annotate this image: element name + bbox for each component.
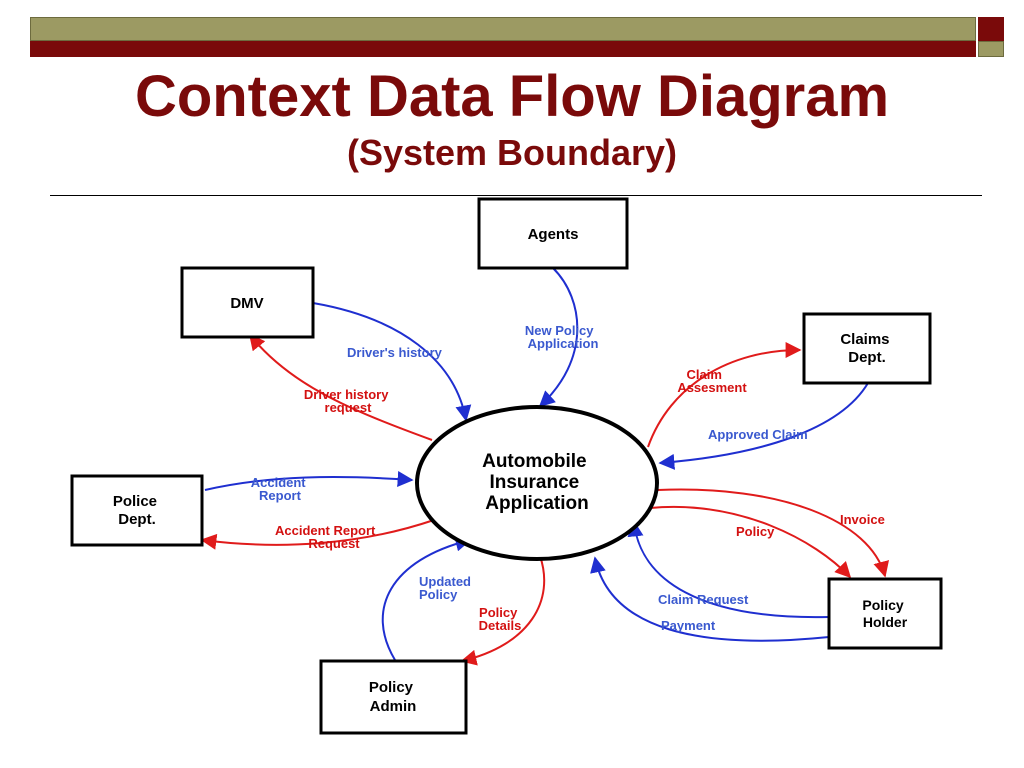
label-new-policy-line-1: New Policy	[525, 323, 594, 338]
flow-accident-report	[204, 471, 414, 491]
entity-police-dept: Police Dept.	[70, 474, 204, 547]
svg-text:Accident Report: Accident Report	[251, 475, 310, 503]
entity-claims-label-line-2: Dept.	[848, 349, 886, 366]
svg-text:Policy Admin: Policy Admin	[369, 679, 417, 715]
entity-agents: Agents	[477, 197, 629, 270]
label-accident-report-line-1: Accident	[251, 475, 307, 490]
label-updated-policy-line-1: Updated	[419, 574, 471, 589]
entity-agents-label: Agents	[528, 226, 579, 243]
label-policy-details-line-2: Details	[479, 618, 522, 633]
svg-text:Police Dept.: Police Dept.	[113, 493, 161, 528]
corner-square-olive	[978, 41, 1004, 57]
entity-holder-label-line-1: Policy	[862, 597, 903, 613]
entity-admin-label-line-1: Policy	[369, 679, 414, 696]
svg-text:Policy Details: Policy Details	[479, 605, 522, 633]
label-driver-history-request-line-2: request	[325, 400, 373, 415]
entity-dmv: DMV	[180, 266, 315, 339]
header-band-red	[30, 41, 976, 57]
svg-text:Policy: Policy	[736, 524, 775, 539]
entity-policy-holder: Policy Holder	[827, 577, 943, 650]
process-label-line-1: Automobile	[482, 451, 587, 472]
flow-drivers-history	[312, 302, 472, 422]
flow-updated-policy	[381, 535, 472, 661]
svg-text:Accident Report Request: Accident Report Request	[275, 523, 379, 551]
label-payment: Payment	[661, 618, 716, 633]
flow-approved-claim	[658, 382, 869, 470]
entity-claims-label-line-1: Claims	[840, 331, 889, 348]
entity-holder-label-line-2: Holder	[863, 614, 908, 630]
svg-text:DMV: DMV	[230, 295, 263, 312]
label-policy: Policy	[736, 524, 775, 539]
flow-new-policy-application	[538, 267, 579, 408]
process-label-line-2: Insurance	[489, 472, 579, 493]
svg-text:Policy Holder: Policy Holder	[862, 597, 907, 630]
svg-text:Claims Dept.: Claims Dept.	[840, 331, 893, 366]
flow-accident-report-request	[200, 519, 435, 550]
label-claim-assesment-line-2: Assesment	[677, 380, 747, 395]
svg-text:Payment: Payment	[661, 618, 716, 633]
entity-admin-label-line-2: Admin	[370, 698, 417, 715]
process-automobile-insurance-application	[415, 405, 659, 561]
corner-square-red	[978, 17, 1004, 41]
flow-policy-details	[460, 555, 546, 666]
svg-text:Agents: Agents	[528, 226, 579, 243]
title-divider	[50, 195, 982, 196]
label-accident-report-request-line-2: Request	[308, 536, 360, 551]
flow-claim-request	[627, 520, 830, 619]
label-new-policy-line-2: Application	[528, 336, 599, 351]
flow-claim-assesment	[647, 342, 802, 448]
label-claim-request: Claim Request	[658, 592, 749, 607]
svg-text:Claim Assesment: Claim Assesment	[677, 367, 747, 395]
entity-dmv-label: DMV	[230, 295, 263, 312]
label-claim-assesment-line-1: Claim	[686, 367, 721, 382]
svg-text:New Policy Application: New Policy Application	[525, 323, 599, 351]
svg-text:Driver history request: Driver history request	[304, 387, 392, 415]
label-driver-history-request-line-1: Driver history	[304, 387, 389, 402]
flow-policy	[649, 506, 852, 579]
label-accident-report-request-line-1: Accident Report	[275, 523, 376, 538]
entity-police-label-line-1: Police	[113, 493, 157, 510]
label-policy-details-line-1: Policy	[479, 605, 518, 620]
svg-text:Automobile Insurance A: Automobile Insurance Application	[482, 451, 592, 514]
svg-text:Claim Request: Claim Request	[658, 592, 749, 607]
page-subtitle: (System Boundary)	[346, 132, 678, 173]
label-updated-policy-line-2: Policy	[419, 587, 458, 602]
svg-text:Updated Policy: Updated Policy	[419, 574, 475, 602]
label-invoice: Invoice	[840, 512, 885, 527]
entity-claims-dept: Claims Dept.	[802, 312, 932, 385]
header-band-olive	[30, 17, 976, 41]
svg-text:Driver's history: Driver's history	[347, 345, 443, 360]
entity-policy-admin: Policy Admin	[319, 659, 468, 735]
entity-police-label-line-2: Dept.	[118, 511, 156, 528]
flow-invoice	[657, 488, 889, 578]
svg-text:Invoice: Invoice	[840, 512, 885, 527]
page-title: Context Data Flow Diagram	[134, 64, 890, 129]
label-accident-report-line-2: Report	[259, 488, 302, 503]
flow-payment	[590, 556, 830, 642]
label-drivers-history: Driver's history	[347, 345, 443, 360]
process-label-line-3: Application	[485, 493, 588, 514]
svg-text:Approved Claim: Approved Claim	[708, 427, 808, 442]
flow-driver-history-request	[248, 333, 433, 441]
label-approved-claim: Approved Claim	[708, 427, 808, 442]
